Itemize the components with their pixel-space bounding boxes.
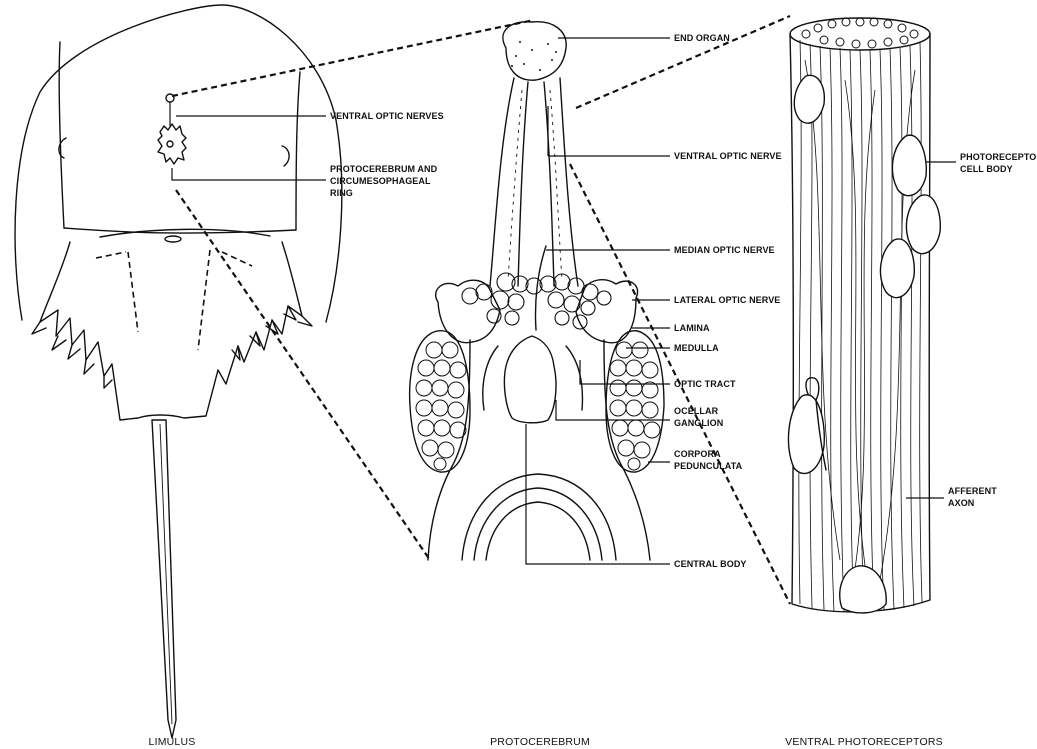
label-protocerebrum-ring-line3: RING [330,188,353,198]
zoom-line-bottom [176,190,430,560]
protocerebrum-drawing [410,22,664,560]
label-median-optic-nerve: MEDIAN OPTIC NERVE [674,245,775,255]
label-end-organ: END ORGAN [674,33,730,43]
label-afferent-axon-line1: AFFERENT [948,486,997,496]
label-central-body: CENTRAL BODY [674,559,747,569]
label-optic-tract: OPTIC TRACT [674,379,736,389]
leader-protocerebrum-ring [172,168,326,180]
label-protocerebrum-ring-line1: PROTOCEREBRUM AND [330,164,438,174]
protocerebrum-marker [158,94,186,164]
limulus-drawing [15,5,342,738]
label-ocellar-ganglion-line2: GANGLION [674,418,723,428]
label-ventral-optic-nerves: VENTRAL OPTIC NERVES [330,111,444,121]
corpora-left [410,331,470,472]
zoom-line-top [172,20,534,96]
label-medulla: MEDULLA [674,343,719,353]
label-protocerebrum-ring-line2: CIRCUMESOPHAGEAL [330,176,431,186]
zoom-line-top-right [576,16,790,108]
photoreceptor-nerve-drawing [788,18,940,613]
label-corpora-pedunculata-line2: PEDUNCULATA [674,461,743,471]
label-afferent-axon-line2: AXON [948,498,974,508]
label-photoreceptor-cell-body-line1: PHOTORECEPTOR [960,152,1037,162]
label-photoreceptor-cell-body-line2: CELL BODY [960,164,1013,174]
caption-limulus: LIMULUS [149,736,196,748]
caption-protocerebrum: PROTOCEREBRUM [490,736,590,748]
label-lamina: LAMINA [674,323,710,333]
label-ventral-optic-nerve: VENTRAL OPTIC NERVE [674,151,782,161]
label-lateral-optic-nerve: LATERAL OPTIC NERVE [674,295,780,305]
caption-ventral-photoreceptors: VENTRAL PHOTORECEPTORS [785,736,943,748]
